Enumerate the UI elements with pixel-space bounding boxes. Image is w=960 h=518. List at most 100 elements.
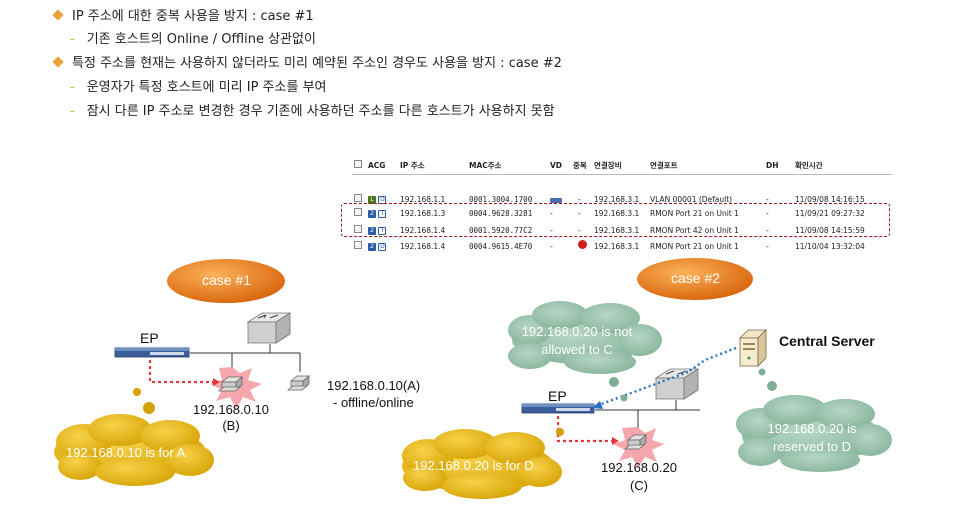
duplicate-highlight-box xyxy=(341,203,890,237)
row-checkbox[interactable] xyxy=(354,225,362,233)
acg-status-icon: I xyxy=(378,210,387,218)
row-checkbox[interactable] xyxy=(354,208,362,216)
col-port: 연결포트 xyxy=(650,161,678,170)
host-b-ip: 192.168.0.10 xyxy=(193,402,269,417)
row-checkbox[interactable] xyxy=(354,241,362,249)
acg-type-icon: L xyxy=(368,196,376,204)
thought-dot xyxy=(767,381,777,391)
ep-label: EP xyxy=(140,330,159,346)
thought-dot xyxy=(620,394,628,402)
thought-dot xyxy=(556,428,564,436)
col-device: 연결장비 xyxy=(594,161,622,170)
host-c-tag: (C) xyxy=(629,478,649,493)
thought-dot xyxy=(143,402,155,414)
mac-cell: 0001.5920.77C2 xyxy=(469,226,533,235)
sub-bullet-text: 잠시 다른 IP 주소로 변경한 경우 기존에 사용하던 주소를 다른 호스트가… xyxy=(86,104,555,119)
ip-cell: 192.168.1.4 xyxy=(400,242,446,251)
time-cell: 11/10/04 13:32:04 xyxy=(795,242,865,251)
not-allowed-thought-cloud xyxy=(508,301,662,374)
table-row[interactable]: 2 I 192.168.1.4 0001.5920.77C2 - - 192.168.3.… xyxy=(352,224,892,238)
col-dh: DH xyxy=(766,161,779,170)
device-cell: 192.168.3.1 xyxy=(594,209,640,218)
dh-cell: - xyxy=(766,209,769,218)
host-a-state: - offline/online xyxy=(333,395,414,410)
host-b-icon xyxy=(217,376,244,392)
port-cell: RMON Port 42 on Unit 1 xyxy=(650,226,739,235)
ip-cell: 192.168.1.4 xyxy=(400,226,446,235)
mac-cell: 0004.9628.3281 xyxy=(469,209,533,218)
switch-icon xyxy=(654,368,700,400)
case1-bubble-text: 192.168.0.10 is for A xyxy=(66,445,186,460)
mac-cell: 0001.3004.1700 xyxy=(469,195,533,204)
acg-type-icon: 2 xyxy=(368,227,376,235)
col-acg: ACG xyxy=(368,161,386,170)
sub-bullet-1-1: -기존 호스트의 Online / Offline 상관없이 xyxy=(70,32,316,48)
host-a-ip: 192.168.0.10(A) xyxy=(327,378,421,393)
dh-cell: - xyxy=(766,195,769,204)
dup-cell xyxy=(578,240,587,254)
port-cell: RMON Port 21 on Unit 1 xyxy=(650,209,739,218)
dash-icon: - xyxy=(70,104,75,119)
bullet-2-text: 특정 주소를 현재는 사용하지 않더라도 미리 예약된 주소인 경우도 사용을 … xyxy=(72,56,562,71)
time-cell: 11/09/21 09:27:32 xyxy=(795,209,865,218)
case1-thought-cloud xyxy=(54,414,214,486)
warning-icon xyxy=(578,240,587,249)
thought-dot xyxy=(758,368,766,376)
col-ip: IP 주소 xyxy=(400,161,425,170)
sub-bullet-text: 운영자가 특정 호스트에 미리 IP 주소를 부여 xyxy=(86,80,327,95)
acg-status-icon: D xyxy=(378,243,387,251)
sub-bullet-2-1: -운영자가 특정 호스트에 미리 IP 주소를 부여 xyxy=(70,80,327,96)
case1-title: case #1 xyxy=(202,272,252,288)
host-a-icon xyxy=(286,375,311,391)
sub-bullet-text: 기존 호스트의 Online / Offline 상관없이 xyxy=(86,32,316,47)
acg-status-icon: I xyxy=(378,227,387,235)
dh-cell: - xyxy=(766,226,769,235)
ep-to-host-b-arrow xyxy=(148,360,213,384)
host-c-icon xyxy=(623,434,648,450)
host-b-tag: (B) xyxy=(222,418,240,433)
vd-cell: - xyxy=(550,226,553,235)
device-cell: 192.168.3.1 xyxy=(594,242,640,251)
thought-dot xyxy=(133,388,141,396)
table-row[interactable]: 2 D 192.168.1.4 0004.9615.4E70 - 192.168.3.1… xyxy=(352,240,892,254)
vd-cell xyxy=(550,193,562,207)
server-icon xyxy=(739,329,767,367)
device-cell: 192.168.3.1 xyxy=(594,195,640,204)
case2-bubble-text: 192.168.0.20 is for D xyxy=(413,458,534,473)
dash-icon: - xyxy=(70,80,75,95)
dh-cell: - xyxy=(766,242,769,251)
row-checkbox[interactable] xyxy=(354,194,362,202)
acg-type-icon: 2 xyxy=(368,243,376,251)
sub-bullet-2-2: -잠시 다른 IP 주소로 변경한 경우 기존에 사용하던 주소를 다른 호스트… xyxy=(70,104,555,120)
ip-cell: 192.168.1.3 xyxy=(400,209,446,218)
bullet-2: 특정 주소를 현재는 사용하지 않더라도 미리 예약된 주소인 경우도 사용을 … xyxy=(52,56,562,72)
ep-to-host-c-arrow xyxy=(556,416,612,443)
time-cell: 11/09/08 14:16:15 xyxy=(795,195,865,204)
acg-type-icon: 2 xyxy=(368,210,376,218)
server-to-ep-arrow xyxy=(595,370,689,408)
table-row[interactable]: 2 I 192.168.1.3 0004.9628.3281 - - 192.168.3.… xyxy=(352,207,892,221)
mac-cell: 0004.9615.4E70 xyxy=(469,242,533,251)
select-all-checkbox[interactable] xyxy=(354,160,362,168)
ep-device-icon xyxy=(114,347,190,358)
case1-title-ellipse xyxy=(167,259,285,303)
ip-table: ACG IP 주소 MAC주소 VD 중복 연결장비 연결포트 DH 확인시간 … xyxy=(352,158,892,251)
ip-cell: 192.168.1.1 xyxy=(400,195,446,204)
switch-icon xyxy=(246,312,292,344)
reserved-thought-cloud xyxy=(736,395,892,472)
not-allowed-bubble-text: 192.168.0.20 is not allowed to C xyxy=(521,324,633,357)
dash-icon: - xyxy=(70,32,75,47)
network-icon xyxy=(550,197,562,203)
dup-cell: - xyxy=(578,226,581,235)
col-dup: 중복 xyxy=(573,161,587,170)
vd-cell: - xyxy=(550,209,553,218)
vd-cell: - xyxy=(550,242,553,251)
device-cell: 192.168.3.1 xyxy=(594,226,640,235)
case2-thought-cloud xyxy=(402,429,562,499)
port-cell: VLAN 00001 (Default) xyxy=(650,195,733,204)
col-time: 확인시간 xyxy=(795,161,823,170)
port-cell: RMON Port 21 on Unit 1 xyxy=(650,242,739,251)
ep-label: EP xyxy=(548,388,567,404)
